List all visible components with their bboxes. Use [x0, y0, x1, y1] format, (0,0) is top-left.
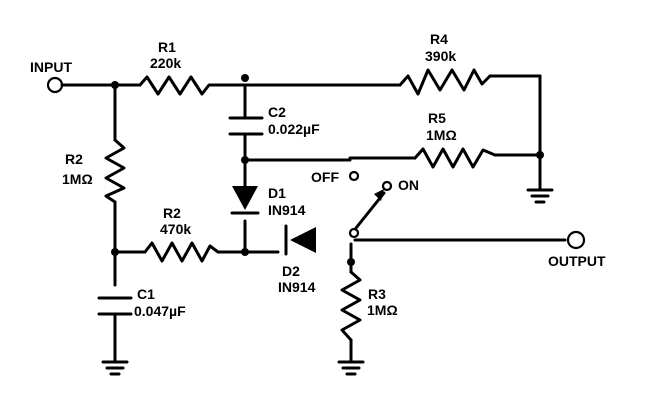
- r4-name-label: R4: [430, 31, 448, 47]
- capacitor-c2: [228, 116, 264, 136]
- r1-value-label: 220k: [150, 55, 181, 71]
- r2-horizontal-value-label: 470k: [160, 221, 191, 237]
- junctions: [111, 74, 544, 266]
- d2-value-label: IN914: [278, 279, 316, 295]
- ground-symbol: [526, 183, 554, 204]
- ground-symbol: [337, 360, 365, 376]
- c2-value-label: 0.022µF: [268, 121, 320, 137]
- r3-name-label: R3: [368, 286, 386, 302]
- d1-name-label: D1: [268, 185, 286, 201]
- resistor-r4: [398, 68, 492, 96]
- input-label: INPUT: [30, 59, 72, 75]
- resistor-r2-vertical: [104, 138, 126, 204]
- switch-off-label: OFF: [311, 169, 339, 185]
- r3-value-label: 1MΩ: [367, 302, 398, 318]
- ground-symbol: [101, 360, 129, 376]
- c1-value-label: 0.047µF: [134, 303, 186, 319]
- r2-horizontal-name-label: R2: [163, 205, 181, 221]
- resistor-r1: [138, 75, 217, 96]
- r1-name-label: R1: [158, 39, 176, 55]
- output-label: OUTPUT: [548, 253, 606, 269]
- resistor-r3: [340, 270, 362, 342]
- r2-vertical-value-label: 1MΩ: [62, 171, 93, 187]
- r4-value-label: 390k: [425, 48, 456, 64]
- output-terminal: [566, 230, 586, 250]
- c2-name-label: C2: [268, 104, 286, 120]
- resistor-r5: [413, 147, 497, 169]
- d1-value-label: IN914: [268, 202, 306, 218]
- r5-name-label: R5: [428, 110, 446, 126]
- wires: [60, 74, 567, 364]
- diode-d1: [230, 186, 260, 215]
- diode-d2: [284, 224, 316, 256]
- r5-value-label: 1MΩ: [426, 127, 457, 143]
- resistor-r2-horizontal: [143, 241, 220, 263]
- toggle-switch: [348, 170, 393, 239]
- c1-name-label: C1: [137, 286, 155, 302]
- d2-name-label: D2: [282, 263, 300, 279]
- input-terminal: [46, 76, 64, 94]
- switch-on-label: ON: [398, 177, 419, 193]
- capacitor-c1: [97, 296, 133, 316]
- r2-vertical-name-label: R2: [65, 151, 83, 167]
